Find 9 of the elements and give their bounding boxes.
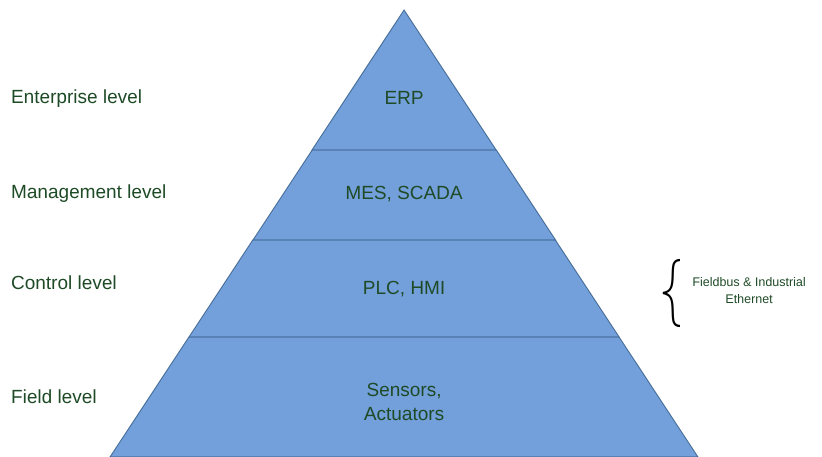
level-label: Field level: [11, 387, 97, 409]
tier-label: ERP: [383, 87, 425, 111]
network-label: Fieldbus & Industrial Ethernet: [691, 274, 807, 308]
tier-label: MES, SCADA: [344, 182, 464, 206]
tier-label: PLC, HMI: [362, 277, 446, 301]
level-label: Enterprise level: [11, 87, 142, 109]
tier-label: Sensors, Actuators: [362, 379, 446, 427]
level-label: Control level: [11, 273, 117, 295]
level-label: Management level: [11, 182, 166, 204]
